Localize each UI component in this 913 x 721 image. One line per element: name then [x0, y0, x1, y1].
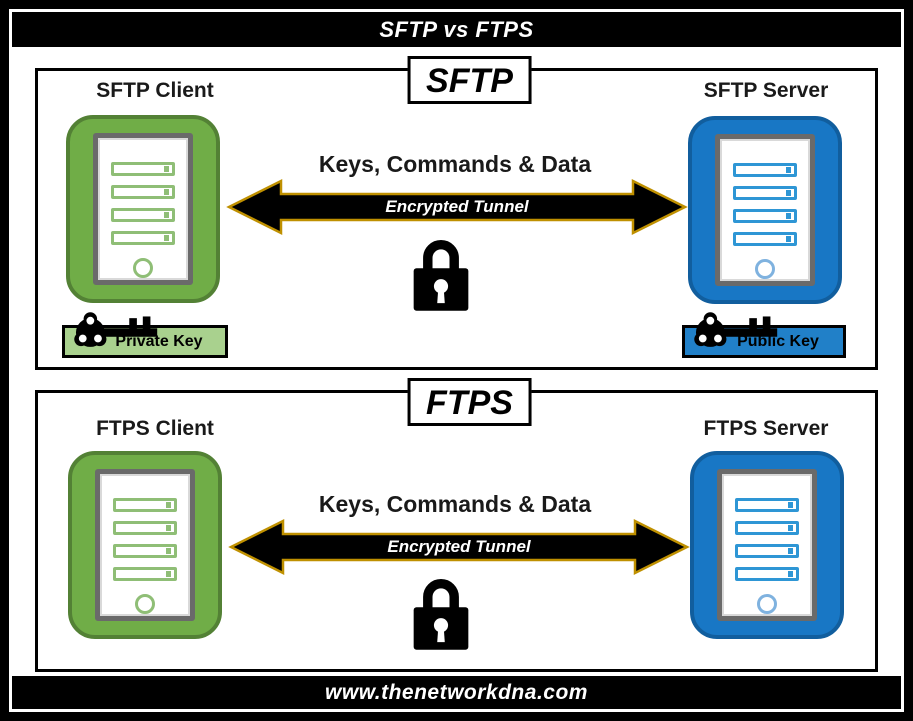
padlock-icon: [408, 570, 474, 654]
device-bar: [111, 231, 175, 245]
sftp-tunnel-label: Encrypted Tunnel: [385, 197, 529, 216]
device-bar: [111, 208, 175, 222]
device-bar: [735, 544, 799, 558]
device-power-dot: [757, 594, 777, 614]
ftps-panel: FTPS FTPS Client FTPS Server: [35, 378, 878, 672]
sftp-panel: SFTP SFTP Client SFTP Server: [35, 56, 878, 370]
device-power-dot: [135, 594, 155, 614]
title-bar: SFTP vs FTPS: [12, 12, 901, 47]
ftps-client-device-icon: [68, 451, 222, 639]
sftp-server-label: SFTP Server: [703, 79, 829, 102]
ftps-server-label: FTPS Server: [703, 417, 829, 440]
sftp-panel-badge: SFTP: [407, 56, 532, 104]
device-screen: [95, 469, 195, 621]
device-bar: [735, 567, 799, 581]
device-bar: [735, 521, 799, 535]
device-bar: [111, 185, 175, 199]
sftp-client-device-icon: [66, 115, 220, 303]
device-bar: [113, 567, 177, 581]
device-bar: [733, 163, 797, 177]
device-screen: [715, 134, 815, 286]
ftps-tunnel-label: Encrypted Tunnel: [387, 537, 531, 556]
device-bar: [113, 521, 177, 535]
ftps-channel-label: Keys, Commands & Data: [318, 491, 592, 517]
skeleton-key-icon: [691, 308, 783, 352]
double-headed-arrow-icon: Encrypted Tunnel: [228, 518, 690, 576]
ftps-client-label: FTPS Client: [96, 417, 214, 440]
device-screen: [717, 469, 817, 621]
sftp-channel-label: Keys, Commands & Data: [318, 151, 592, 177]
device-bar: [733, 232, 797, 246]
ftps-server-device-icon: [690, 451, 844, 639]
sftp-client-label: SFTP Client: [96, 79, 214, 102]
device-power-dot: [755, 259, 775, 279]
device-bar: [735, 498, 799, 512]
device-bar: [113, 544, 177, 558]
device-bar: [733, 186, 797, 200]
sftp-server-device-icon: [688, 116, 842, 304]
skeleton-key-icon: [71, 308, 163, 352]
padlock-icon: [408, 231, 474, 315]
device-bar: [733, 209, 797, 223]
footer-bar: www.thenetworkdna.com: [12, 676, 901, 709]
page-title: SFTP vs FTPS: [379, 16, 534, 42]
ftps-panel-badge: FTPS: [407, 378, 532, 426]
device-power-dot: [133, 258, 153, 278]
device-bar: [111, 162, 175, 176]
footer-url: www.thenetworkdna.com: [325, 680, 588, 704]
double-headed-arrow-icon: Encrypted Tunnel: [226, 178, 688, 236]
device-bar: [113, 498, 177, 512]
diagram-inner-frame: SFTP vs FTPS SFTP SFTP Client SFTP Serve…: [9, 9, 904, 712]
device-screen: [93, 133, 193, 285]
